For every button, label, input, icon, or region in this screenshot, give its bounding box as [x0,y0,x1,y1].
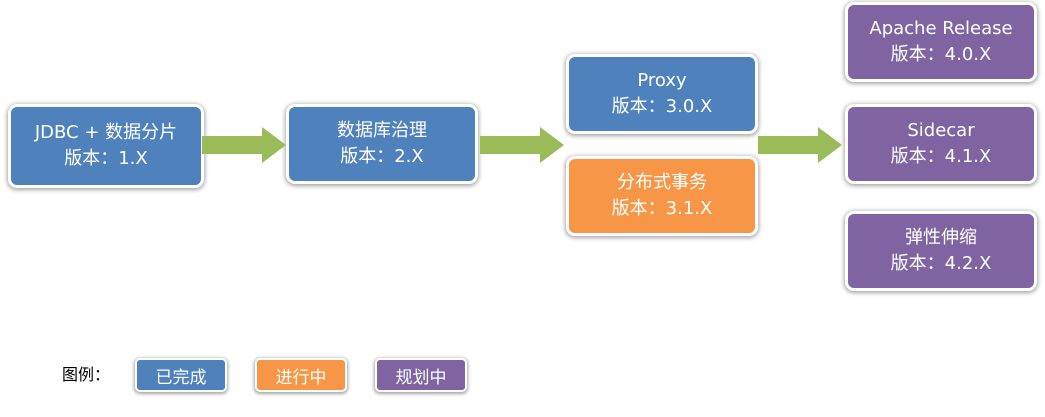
legend-item-in-progress-label: 进行中 [275,367,327,388]
arrow-governance-to-v3 [480,127,564,163]
node-proxy-title: Proxy [637,70,687,91]
legend-item-done: 已完成 [135,358,227,392]
node-jdbc-title: JDBC + 数据分片 [34,122,178,143]
node-db-governance: 数据库治理 版本：2.X [286,104,478,184]
node-distributed-tx-version: 版本：3.1.X [611,198,713,219]
node-sidecar-version: 版本：4.1.X [890,146,992,167]
node-elastic-scaling-version: 版本：4.2.X [890,253,992,274]
node-apache-release-title: Apache Release [869,18,1013,39]
node-distributed-tx-title: 分布式事务 [617,172,707,193]
node-distributed-tx: 分布式事务 版本：3.1.X [566,156,758,236]
node-db-governance-title: 数据库治理 [337,120,427,141]
arrow-jdbc-to-governance [202,127,286,163]
node-proxy-version: 版本：3.0.X [611,96,713,117]
node-sidecar: Sidecar 版本：4.1.X [845,104,1037,184]
legend-item-planned: 规划中 [375,358,467,392]
arrow-v3-to-v4 [758,127,842,163]
node-sidecar-title: Sidecar [907,120,975,141]
legend-item-in-progress: 进行中 [255,358,347,392]
node-proxy: Proxy 版本：3.0.X [566,54,758,134]
legend-item-planned-label: 规划中 [395,367,447,388]
legend-label: 图例： [62,365,111,384]
node-elastic-scaling: 弹性伸缩 版本：4.2.X [845,211,1037,291]
node-apache-release-version: 版本：4.0.X [890,44,992,65]
node-jdbc: JDBC + 数据分片 版本：1.X [8,104,204,188]
node-jdbc-version: 版本：1.X [64,148,148,169]
node-apache-release: Apache Release 版本：4.0.X [845,2,1037,82]
node-elastic-scaling-title: 弹性伸缩 [905,227,977,248]
node-db-governance-version: 版本：2.X [340,146,424,167]
legend-item-done-label: 已完成 [155,367,207,388]
